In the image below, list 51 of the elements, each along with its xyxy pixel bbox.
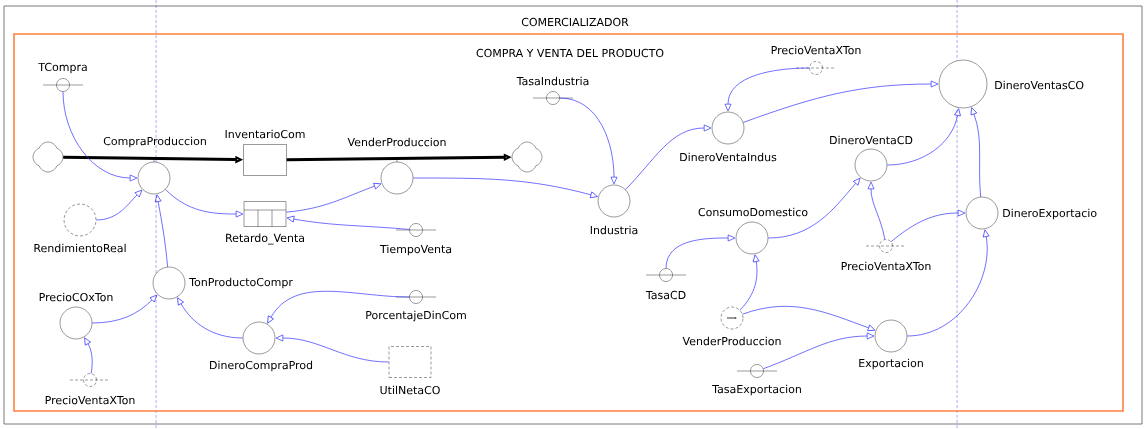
node-label: DineroVentasCO	[995, 80, 1084, 90]
link-arrow	[177, 297, 244, 339]
link-arrow	[84, 337, 93, 374]
node-label: DineroExportacio	[1003, 208, 1097, 220]
node-label: UtilNetaCO	[380, 385, 440, 395]
shadow-variable: VenderProduccion	[682, 306, 781, 346]
link-arrow	[62, 91, 138, 182]
link-arrow	[275, 334, 390, 363]
link-arrow	[742, 80, 939, 123]
link-arrow	[762, 332, 875, 370]
node-label: Retardo_Venta	[226, 233, 304, 245]
cloud-symbol	[32, 141, 64, 173]
link-arrow	[154, 194, 168, 268]
link-arrow	[559, 97, 618, 185]
flow-valve: CompraProduccion	[103, 136, 206, 195]
link-arrow	[742, 306, 876, 332]
node-label: TonProductoCompr	[189, 277, 293, 289]
node-label: InventarioCom	[225, 129, 305, 139]
node-label: VenderProduccion	[682, 336, 781, 346]
link-arrow	[625, 124, 712, 190]
link-arrow	[739, 254, 760, 311]
link-arrow	[886, 108, 961, 166]
node-label: RendimientoReal	[34, 243, 126, 253]
node-label: DineroCompraProd	[210, 360, 313, 372]
flow-valve: VenderProduccion	[347, 137, 446, 195]
shadow-stock-box: UtilNetaCO	[380, 346, 440, 395]
node-label: CompraProduccion	[103, 136, 206, 148]
node-label: DineroVentaCD	[830, 135, 913, 145]
link-arrow	[286, 215, 410, 230]
link-arrow	[95, 189, 143, 221]
cloud-symbol	[511, 141, 543, 173]
link-arrow	[890, 209, 966, 243]
node-label: PrecioCOxTon	[39, 292, 113, 302]
link-arrow	[906, 229, 990, 337]
link-arrow	[285, 182, 382, 213]
node-label: ConsumoDomestico	[698, 207, 808, 217]
delay-box: Retardo_Venta	[226, 201, 304, 245]
link-arrow	[767, 177, 861, 239]
node-label: Industria	[590, 225, 638, 235]
node-label: Exportacion	[859, 358, 923, 370]
link-arrow	[267, 290, 410, 324]
link-arrow	[165, 189, 244, 218]
node-label: VenderProduccion	[347, 137, 446, 147]
link-arrow	[724, 67, 810, 112]
link-arrow	[412, 177, 598, 199]
link-arrow	[91, 294, 158, 324]
link-arrow	[970, 107, 981, 198]
link-arrow	[867, 181, 886, 240]
stock-box: InventarioCom	[225, 129, 305, 176]
link-arrow	[665, 234, 736, 269]
node-label: DineroVentaIndus	[680, 152, 777, 162]
